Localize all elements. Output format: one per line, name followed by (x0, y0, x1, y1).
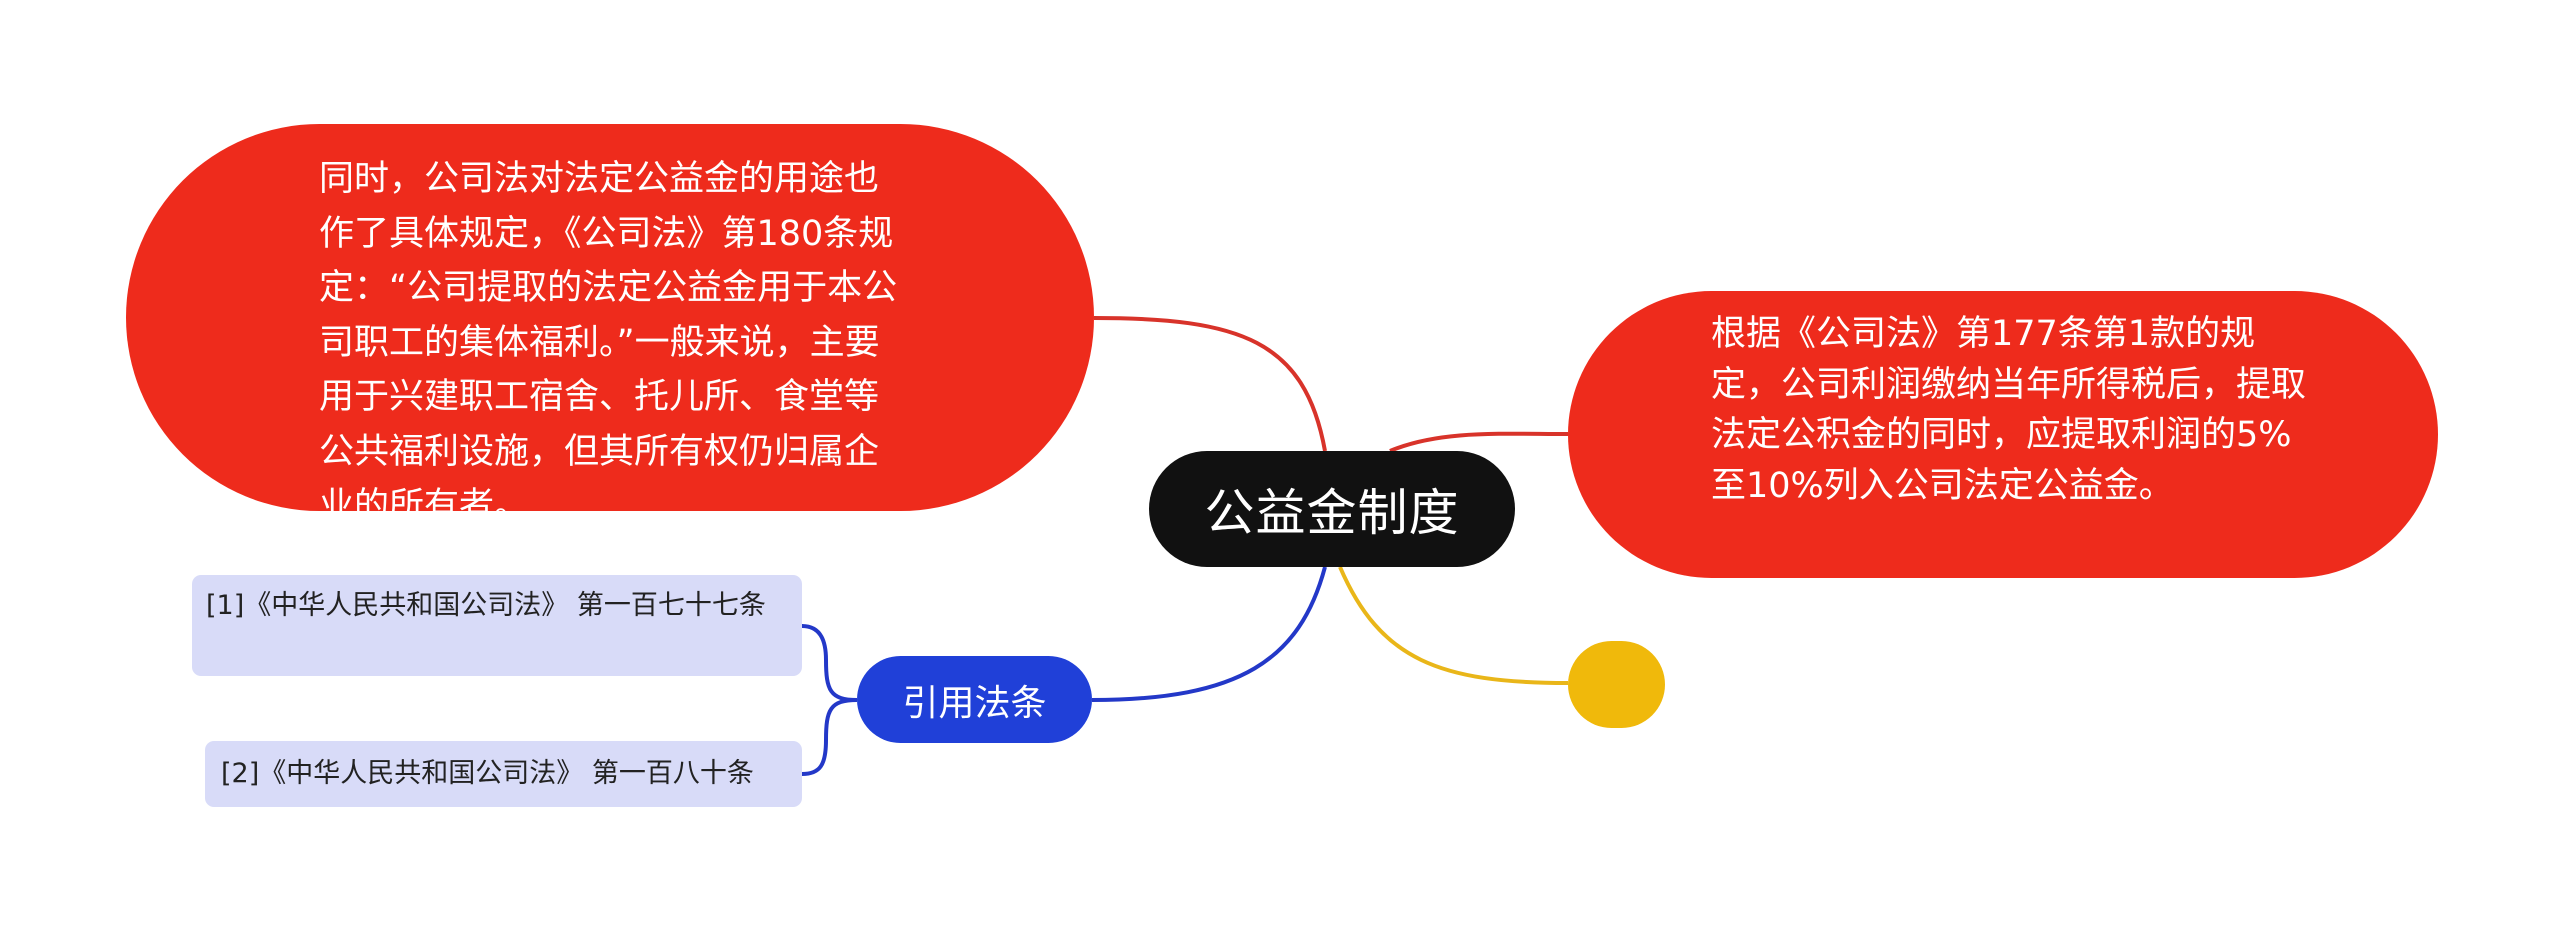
link-central-blue (1091, 566, 1327, 702)
citation-ref-2-text: [2]《中华人民共和国公司法》 第一百八十条 (221, 758, 754, 789)
central-topic-label: 公益金制度 (1204, 484, 1460, 542)
link-central-left (1093, 316, 1327, 452)
link-central-right (1389, 431, 1569, 453)
link-central-yellow (1338, 566, 1569, 685)
detail-node-usage[interactable]: 同时，公司法对法定公益金的用途也作了具体规定，《公司法》第180条规定：“公司提… (126, 124, 1094, 526)
detail-node-rule-text: 根据《公司法》第177条第1款的规定，公司利润缴纳当年所得税后，提取法定公积金的… (1711, 314, 2307, 506)
detail-node-usage-text: 同时，公司法对法定公益金的用途也作了具体规定，《公司法》第180条规定：“公司提… (319, 159, 898, 526)
detail-node-rule[interactable]: 根据《公司法》第177条第1款的规定，公司利润缴纳当年所得税后，提取法定公积金的… (1568, 291, 2438, 578)
central-topic[interactable]: 公益金制度 (1149, 451, 1515, 567)
citation-ref-1-text: [1]《中华人民共和国公司法》 第一百七十七条 (206, 590, 766, 621)
citations-node-label: 引用法条 (902, 682, 1047, 724)
empty-topic-node[interactable] (1568, 641, 1665, 728)
link-blue-ref1 (801, 624, 858, 702)
citations-node[interactable]: 引用法条 (857, 656, 1092, 743)
citation-ref-2[interactable]: [2]《中华人民共和国公司法》 第一百八十条 (205, 741, 802, 807)
link-blue-ref2 (801, 698, 858, 776)
citation-ref-1[interactable]: [1]《中华人民共和国公司法》 第一百七十七条 (192, 575, 802, 676)
